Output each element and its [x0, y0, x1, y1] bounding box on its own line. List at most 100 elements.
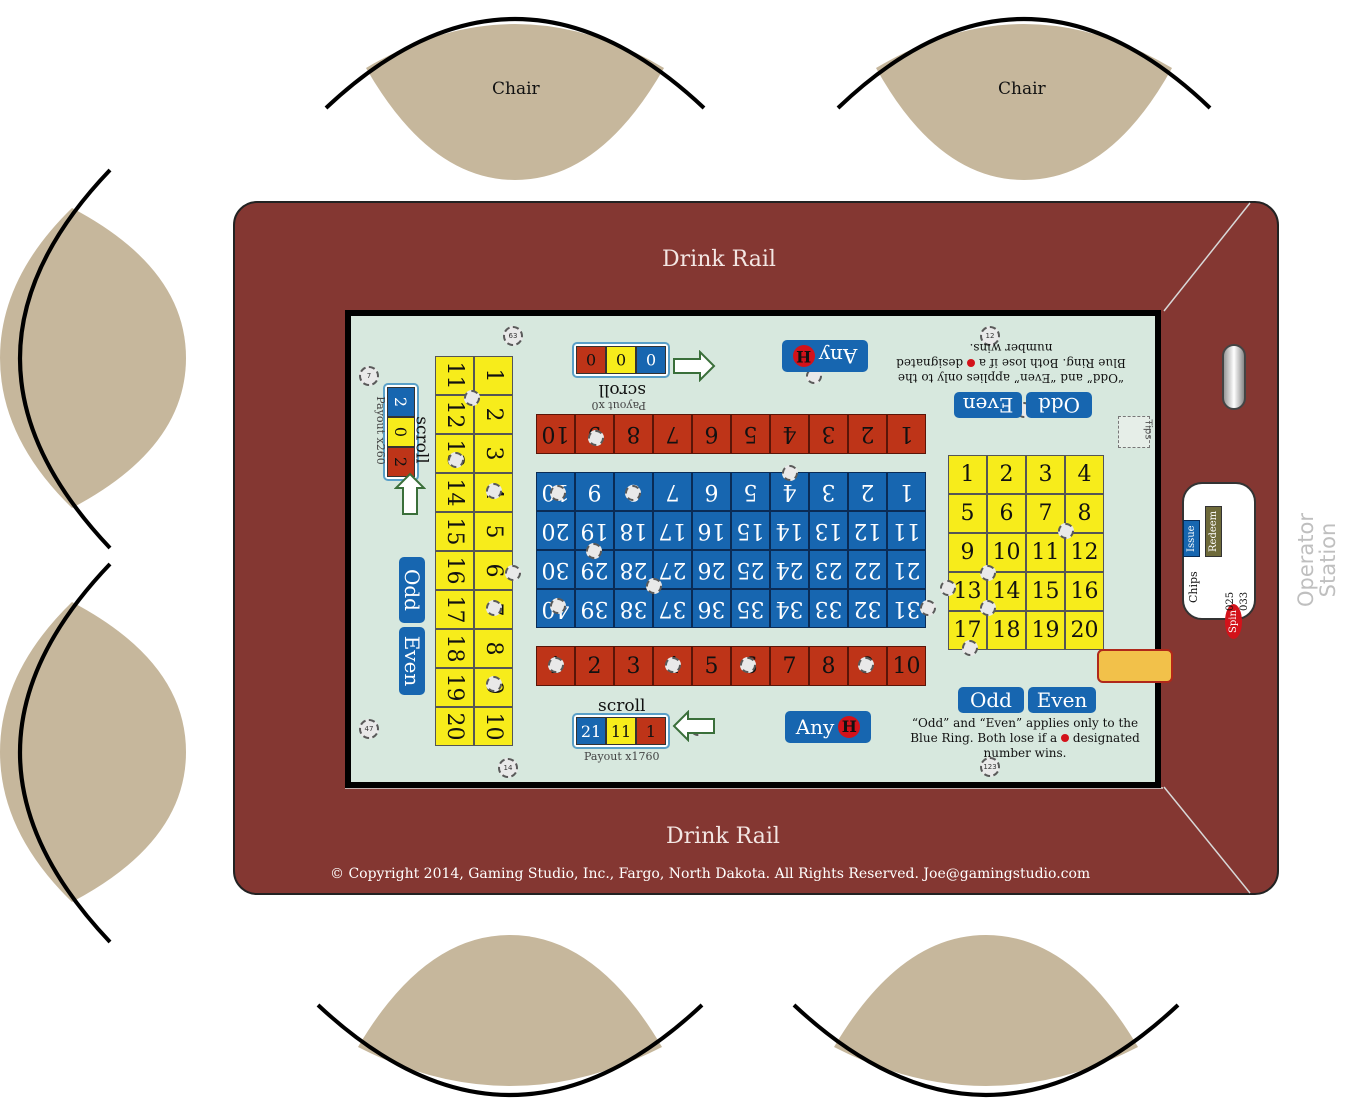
bet-chip[interactable]: [486, 600, 502, 616]
left-odd-button[interactable]: Odd: [399, 557, 425, 623]
blue-number-cell[interactable]: 15: [731, 511, 770, 550]
blue-number-cell[interactable]: 37: [653, 589, 692, 628]
blue-number-cell[interactable]: 24: [770, 550, 809, 589]
redeem-button[interactable]: Redeem: [1205, 505, 1222, 557]
blue-number-cell[interactable]: 17: [653, 511, 692, 550]
bet-chip[interactable]: [486, 676, 502, 692]
left-arrow-button[interactable]: [393, 472, 427, 516]
right-yellow-cell[interactable]: 9: [948, 533, 987, 572]
bet-chip[interactable]: [464, 390, 480, 406]
bet-chip[interactable]: [920, 600, 936, 616]
top-red-cell[interactable]: 5: [731, 414, 770, 454]
left-yellow-cell[interactable]: 20: [435, 707, 474, 746]
chair-bottom-right[interactable]: [790, 925, 1182, 1116]
bottom-even-button[interactable]: Even: [1028, 687, 1096, 713]
bet-chip[interactable]: [962, 640, 978, 656]
bottom-red-cell[interactable]: 10: [887, 646, 926, 686]
blue-number-cell[interactable]: 18: [614, 511, 653, 550]
bet-chip[interactable]: [448, 452, 464, 468]
bottom-red-cell[interactable]: 8: [809, 646, 848, 686]
top-red-cell[interactable]: 2: [848, 414, 887, 454]
left-yellow-cell[interactable]: 2: [474, 395, 513, 434]
right-yellow-cell[interactable]: 4: [1065, 455, 1104, 494]
blue-number-cell[interactable]: 9: [575, 472, 614, 511]
blue-number-cell[interactable]: 39: [575, 589, 614, 628]
labeled-chip[interactable]: 12: [980, 326, 1000, 346]
bottom-red-cell[interactable]: 2: [575, 646, 614, 686]
issue-button[interactable]: Issue: [1183, 520, 1200, 557]
blue-number-cell[interactable]: 5: [731, 472, 770, 511]
blue-number-cell[interactable]: 3: [809, 472, 848, 511]
bet-chip[interactable]: [550, 598, 566, 614]
blue-number-cell[interactable]: 13: [809, 511, 848, 550]
labeled-chip[interactable]: 47: [359, 719, 379, 739]
left-yellow-cell[interactable]: 5: [474, 512, 513, 551]
bet-chip[interactable]: [665, 657, 681, 673]
blue-number-cell[interactable]: 1: [887, 472, 926, 511]
bet-chip[interactable]: [1058, 523, 1074, 539]
top-red-cell[interactable]: 4: [770, 414, 809, 454]
right-yellow-cell[interactable]: 2: [987, 455, 1026, 494]
top-red-cell[interactable]: 6: [692, 414, 731, 454]
blue-number-cell[interactable]: 12: [848, 511, 887, 550]
top-arrow-button[interactable]: [672, 349, 716, 383]
bet-chip[interactable]: [586, 543, 602, 559]
blue-number-cell[interactable]: 22: [848, 550, 887, 589]
blue-number-cell[interactable]: 20: [536, 511, 575, 550]
blue-number-cell[interactable]: 33: [809, 589, 848, 628]
left-yellow-cell[interactable]: 8: [474, 629, 513, 668]
bet-chip[interactable]: [782, 465, 798, 481]
bet-chip[interactable]: [548, 657, 564, 673]
bet-chip[interactable]: [980, 565, 996, 581]
bet-chip[interactable]: [550, 485, 566, 501]
bet-chip[interactable]: [505, 565, 521, 581]
blue-number-cell[interactable]: 16: [692, 511, 731, 550]
bottom-any-button[interactable]: Any H: [785, 711, 871, 743]
left-yellow-cell[interactable]: 16: [435, 551, 474, 590]
bottom-odd-button[interactable]: Odd: [958, 687, 1024, 713]
right-yellow-cell[interactable]: 12: [1065, 533, 1104, 572]
chair-bottom-left[interactable]: [314, 925, 706, 1116]
top-red-cell[interactable]: 3: [809, 414, 848, 454]
bet-chip[interactable]: [625, 485, 641, 501]
blue-number-cell[interactable]: 35: [731, 589, 770, 628]
chair-top-left[interactable]: [322, 0, 708, 185]
right-yellow-cell[interactable]: 15: [1026, 572, 1065, 611]
right-yellow-cell[interactable]: 3: [1026, 455, 1065, 494]
blue-number-cell[interactable]: 36: [692, 589, 731, 628]
bet-chip[interactable]: [588, 430, 604, 446]
tips-box[interactable]: [1118, 416, 1150, 448]
left-yellow-cell[interactable]: 11: [435, 356, 474, 395]
blue-number-cell[interactable]: 34: [770, 589, 809, 628]
right-yellow-cell[interactable]: 19: [1026, 611, 1065, 650]
blue-number-cell[interactable]: 30: [536, 550, 575, 589]
left-yellow-cell[interactable]: 17: [435, 590, 474, 629]
blue-number-cell[interactable]: 7: [653, 472, 692, 511]
right-yellow-cell[interactable]: 11: [1026, 533, 1065, 572]
top-even-button[interactable]: Even: [954, 392, 1022, 418]
top-red-cell[interactable]: 10: [536, 414, 575, 454]
blue-number-cell[interactable]: 11: [887, 511, 926, 550]
bet-chip[interactable]: [980, 600, 996, 616]
bottom-red-cell[interactable]: 7: [770, 646, 809, 686]
right-yellow-cell[interactable]: 5: [948, 494, 987, 533]
blue-number-cell[interactable]: 21: [887, 550, 926, 589]
labeled-chip[interactable]: 14: [498, 758, 518, 778]
blue-number-cell[interactable]: 23: [809, 550, 848, 589]
right-yellow-cell[interactable]: 16: [1065, 572, 1104, 611]
left-yellow-cell[interactable]: 18: [435, 629, 474, 668]
bottom-arrow-button[interactable]: [672, 709, 716, 743]
blue-number-cell[interactable]: 6: [692, 472, 731, 511]
top-red-cell[interactable]: 1: [887, 414, 926, 454]
left-yellow-cell[interactable]: 14: [435, 473, 474, 512]
blue-number-cell[interactable]: 32: [848, 589, 887, 628]
bet-chip[interactable]: [486, 483, 502, 499]
left-yellow-cell[interactable]: 15: [435, 512, 474, 551]
right-yellow-cell[interactable]: 1: [948, 455, 987, 494]
bet-chip[interactable]: [858, 657, 874, 673]
labeled-chip[interactable]: 7: [359, 366, 379, 386]
bottom-red-cell[interactable]: 3: [614, 646, 653, 686]
left-yellow-cell[interactable]: 3: [474, 434, 513, 473]
blue-number-cell[interactable]: 14: [770, 511, 809, 550]
right-yellow-cell[interactable]: 10: [987, 533, 1026, 572]
